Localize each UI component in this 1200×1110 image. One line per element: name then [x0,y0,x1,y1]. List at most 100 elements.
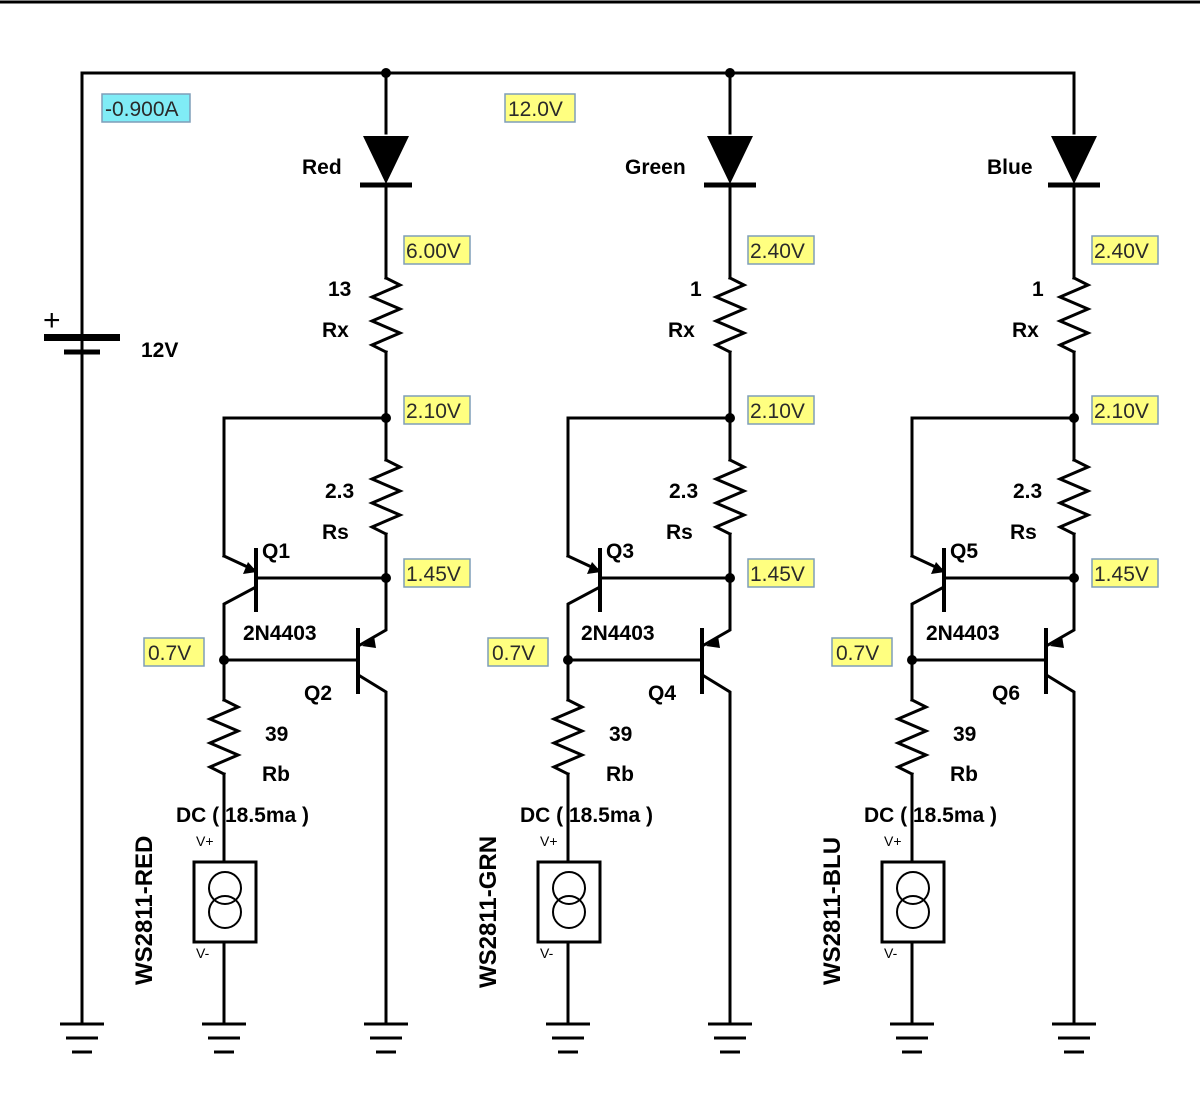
driver-label: WS2811-BLU [819,837,846,985]
channel-blue: Blue 1 Rx 2.3 Rs Q5 2N4403 Q6 [819,71,1159,1054]
resistor-rx [712,275,748,355]
probe-text: 2.10V [1094,400,1149,423]
q-bottom-name: Q2 [304,682,332,705]
rs-name: Rs [1010,521,1037,544]
vplus-label: V+ [196,833,214,849]
voltage-probe-sense: 1.45V [747,558,815,588]
part-number: 2N4403 [926,622,1000,645]
voltage-probe-sense: 1.45V [1091,558,1159,588]
ground-symbol [364,1022,408,1054]
voltage-probe-sense: 1.45V [403,558,471,588]
probe-text: 2.10V [406,400,461,423]
rx-name: Rx [668,319,695,342]
resistor-rs [712,457,748,537]
probe-text: 1.45V [750,563,805,586]
ground-symbol [708,1022,752,1054]
rx-name: Rx [322,319,349,342]
probe-text: 2.10V [750,400,805,423]
source-label: DC ( 18.5ma ) [864,804,997,827]
rail-voltage-text: 12.0V [508,98,563,121]
battery-voltage-label: 12V [141,339,178,362]
ground-symbol [546,1022,590,1054]
probe-text: 1.45V [406,563,461,586]
transistor-q-bottom [356,576,388,1024]
rs-value: 2.3 [325,480,354,503]
vplus-label: V+ [884,833,902,849]
current-probe-supply: -0.900A [101,93,191,123]
q-top-name: Q3 [606,540,634,563]
ground-symbol [890,1022,934,1054]
led-diode-red [363,136,409,184]
probe-text: 0.7V [148,642,191,665]
rs-name: Rs [666,521,693,544]
probe-text: 1.45V [1094,563,1149,586]
source-label: DC ( 18.5ma ) [520,804,653,827]
rb-value: 39 [265,723,288,746]
vminus-label: V- [884,945,898,961]
battery-12v: + 12V [43,71,178,1024]
rb-name: Rb [950,763,978,786]
probe-text: 0.7V [836,642,879,665]
resistor-rb [550,697,586,777]
rb-name: Rb [262,763,290,786]
part-number: 2N4403 [243,622,317,645]
probe-text: 2.40V [750,240,805,263]
battery-ground-symbol [60,1022,104,1054]
rs-value: 2.3 [669,480,698,503]
rs-value: 2.3 [1013,480,1042,503]
rx-value: 1 [1032,278,1044,301]
q-top-name: Q1 [262,540,290,563]
voltage-probe-base: 0.7V [487,637,549,667]
rb-value: 39 [953,723,976,746]
rx-value: 1 [690,278,702,301]
led-label: Green [625,156,686,179]
resistor-rs [368,457,404,537]
current-probe-text: -0.900A [105,98,179,121]
voltage-probe-rx-bottom: 2.10V [403,395,471,425]
transistor-q-top [910,548,946,662]
resistor-rb [206,697,242,777]
rx-name: Rx [1012,319,1039,342]
resistor-rx [368,275,404,355]
q-bottom-name: Q6 [992,682,1020,705]
resistor-rx [1056,275,1092,355]
ground-symbol [1052,1022,1096,1054]
voltage-probe-base: 0.7V [143,637,205,667]
battery-plus-sign: + [43,304,61,337]
vminus-label: V- [540,945,554,961]
voltage-probe-rail: 12.0V [504,93,576,123]
transistor-q-bottom [1044,576,1076,1024]
rb-name: Rb [606,763,634,786]
current-source-icon [536,860,602,944]
current-source-icon [880,860,946,944]
part-number: 2N4403 [581,622,655,645]
led-diode-green [707,136,753,184]
vplus-label: V+ [540,833,558,849]
driver-label: WS2811-RED [131,836,158,985]
led-diode-blue [1051,136,1097,184]
channel-red: Red 13 Rx 2.3 Rs Q1 2N4403 [131,71,471,1054]
resistor-rs [1056,457,1092,537]
rx-value: 13 [328,278,351,301]
transistor-q-top [222,548,258,662]
q-top-name: Q5 [950,540,978,563]
rs-name: Rs [322,521,349,544]
voltage-probe-rx-bottom: 2.10V [747,395,815,425]
current-source-icon [192,860,258,944]
resistor-rb [894,697,930,777]
rb-value: 39 [609,723,632,746]
voltage-probe-led-cathode: 6.00V [403,235,471,265]
vminus-label: V- [196,945,210,961]
probe-text: 6.00V [406,240,461,263]
voltage-probe-rx-bottom: 2.10V [1091,395,1159,425]
ground-symbol [202,1022,246,1054]
voltage-probe-base: 0.7V [831,637,893,667]
q-bottom-name: Q4 [648,682,676,705]
channel-green: Green 1 Rx 2.3 Rs Q3 2N4403 Q4 [475,71,815,1054]
probe-text: 2.40V [1094,240,1149,263]
voltage-probe-led-cathode: 2.40V [1091,235,1159,265]
led-label: Red [302,156,342,179]
transistor-q-top [566,548,602,662]
driver-label: WS2811-GRN [475,836,502,988]
